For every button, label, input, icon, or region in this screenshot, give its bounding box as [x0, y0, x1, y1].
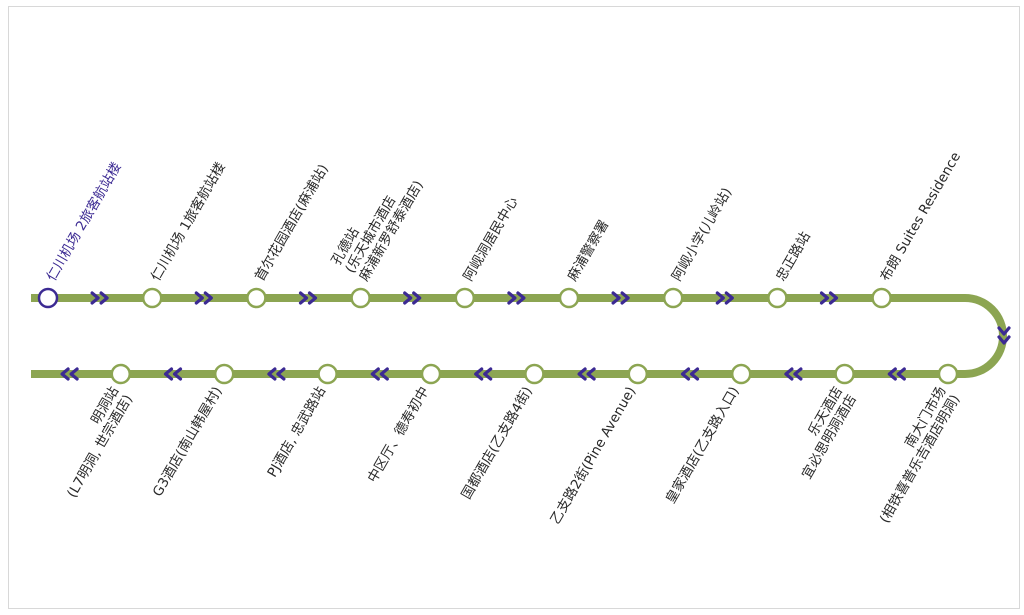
- direction-arrow-left: [784, 367, 803, 381]
- station-label: 中区厅、德寿初中: [364, 384, 433, 486]
- station-marker[interactable]: [246, 287, 267, 309]
- svg-text:阿岘小学(儿岭站): 阿岘小学(儿岭站): [669, 185, 735, 284]
- station-marker[interactable]: [350, 287, 371, 309]
- station-label: 南大门市场(相铁喜普乐吉酒店明洞): [862, 384, 964, 527]
- station-marker[interactable]: [524, 363, 545, 385]
- station-marker[interactable]: [141, 287, 163, 309]
- station-marker[interactable]: [730, 363, 752, 385]
- route-map-frame: 仁川机场 2旅客航站楼仁川机场 1旅客航站楼首尔花园酒店(麻浦站)孔德站(乐天城…: [8, 6, 1020, 609]
- station-name-line: 仁川机场 1旅客航站楼: [147, 159, 229, 284]
- current-station-marker[interactable]: [37, 287, 59, 309]
- station-name-line: 麻浦警察署: [564, 217, 612, 284]
- direction-arrow-left: [60, 367, 79, 381]
- station-label: 明洞站(L7明洞, 世宗酒店): [50, 384, 136, 501]
- station-label: 麻浦警察署: [564, 217, 612, 284]
- direction-arrow-left: [370, 367, 389, 381]
- svg-text:仁川机场 1旅客航站楼: 仁川机场 1旅客航站楼: [147, 159, 229, 284]
- svg-text:麻浦警察署: 麻浦警察署: [564, 217, 612, 284]
- station-marker[interactable]: [317, 363, 338, 385]
- station-marker[interactable]: [420, 363, 442, 385]
- direction-arrow-right: [715, 291, 734, 305]
- station-label: 阿岘洞居民中心: [460, 194, 521, 284]
- station-name-line: 仁川机场 2旅客航站楼: [43, 159, 125, 284]
- direction-arrow-right: [819, 291, 839, 305]
- svg-text:中区厅、德寿初中: 中区厅、德寿初中: [364, 384, 433, 486]
- direction-arrow-right: [611, 291, 630, 305]
- station-name-line: 布朗 Suites Residence: [877, 149, 964, 284]
- station-marker[interactable]: [110, 363, 132, 385]
- station-name-line: 忠正路站: [773, 229, 814, 284]
- station-name-line: 阿岘洞居民中心: [460, 194, 521, 284]
- svg-text:乙支路2街(Pine Avenue): 乙支路2街(Pine Avenue): [547, 384, 639, 527]
- station-name-line: 国都酒店(乙支路4街): [458, 384, 535, 502]
- station-label: 乐天酒店宜必思明洞酒店: [785, 384, 860, 482]
- station-label: 国都酒店(乙支路4街): [458, 384, 535, 502]
- station-name-line: 首尔花园酒店(麻浦站): [252, 162, 332, 284]
- svg-text:仁川机场 2旅客航站楼: 仁川机场 2旅客航站楼: [43, 159, 125, 284]
- station-marker[interactable]: [767, 287, 788, 309]
- station-marker[interactable]: [627, 363, 649, 385]
- direction-arrow-right: [403, 291, 422, 305]
- station-label: PJ酒店, 忠武路站: [264, 384, 329, 480]
- station-label: 布朗 Suites Residence: [877, 149, 964, 284]
- svg-text:布朗 Suites Residence: 布朗 Suites Residence: [877, 149, 964, 284]
- station-label: 仁川机场 2旅客航站楼: [43, 159, 125, 284]
- station-label: 孔德站(乐天城市酒店麻浦新罗舒泰酒店): [328, 162, 426, 284]
- svg-text:忠正路站: 忠正路站: [773, 229, 814, 284]
- svg-text:明洞站(L7明洞, 世宗酒店): 明洞站(L7明洞, 世宗酒店): [50, 384, 136, 501]
- svg-text:G3酒店(南山韩屋村): G3酒店(南山韩屋村): [150, 384, 226, 499]
- station-label: 阿岘小学(儿岭站): [669, 185, 735, 284]
- station-labels: 仁川机场 2旅客航站楼仁川机场 1旅客航站楼首尔花园酒店(麻浦站)孔德站(乐天城…: [43, 149, 964, 527]
- direction-arrow-down: [997, 326, 1011, 345]
- station-marker[interactable]: [834, 363, 855, 385]
- station-marker[interactable]: [871, 287, 892, 309]
- svg-text:阿岘洞居民中心: 阿岘洞居民中心: [460, 194, 521, 284]
- direction-arrow-left: [163, 367, 183, 381]
- station-name-line: 中区厅、德寿初中: [364, 384, 433, 486]
- direction-arrow-left: [474, 367, 493, 381]
- direction-arrow-right: [507, 291, 526, 305]
- direction-arrow-right: [90, 291, 109, 305]
- station-label: G3酒店(南山韩屋村): [150, 384, 226, 499]
- station-marker[interactable]: [558, 287, 580, 309]
- station-label: 皇家酒店(乙支路入口): [662, 384, 743, 507]
- station-name-line: PJ酒店, 忠武路站: [264, 384, 329, 480]
- direction-arrow-left: [577, 367, 596, 381]
- route-line: [31, 294, 1007, 378]
- station-label: 忠正路站: [773, 229, 814, 284]
- route-map: 仁川机场 2旅客航站楼仁川机场 1旅客航站楼首尔花园酒店(麻浦站)孔德站(乐天城…: [31, 149, 1011, 527]
- direction-arrow-right: [194, 291, 213, 305]
- svg-text:乐天酒店宜必思明洞酒店: 乐天酒店宜必思明洞酒店: [785, 384, 860, 482]
- station-label: 仁川机场 1旅客航站楼: [147, 159, 229, 284]
- station-label: 首尔花园酒店(麻浦站): [252, 162, 332, 284]
- direction-arrow-left: [887, 367, 906, 381]
- station-name-line: 阿岘小学(儿岭站): [669, 185, 735, 284]
- direction-arrows: [60, 291, 1011, 381]
- direction-arrow-left: [680, 367, 700, 381]
- svg-text:孔德站(乐天城市酒店麻浦新罗舒泰酒店): 孔德站(乐天城市酒店麻浦新罗舒泰酒店): [328, 162, 426, 284]
- station-marker[interactable]: [662, 287, 684, 309]
- svg-text:南大门市场(相铁喜普乐吉酒店明洞): 南大门市场(相铁喜普乐吉酒店明洞): [862, 384, 963, 527]
- station-marker[interactable]: [213, 363, 235, 385]
- svg-text:PJ酒店, 忠武路站: PJ酒店, 忠武路站: [264, 384, 329, 480]
- stations: [37, 287, 959, 385]
- svg-text:首尔花园酒店(麻浦站): 首尔花园酒店(麻浦站): [252, 162, 332, 284]
- station-marker[interactable]: [937, 363, 959, 385]
- svg-text:皇家酒店(乙支路入口): 皇家酒店(乙支路入口): [662, 384, 743, 507]
- station-name-line: 乙支路2街(Pine Avenue): [547, 384, 639, 527]
- station-name-line: 皇家酒店(乙支路入口): [662, 384, 743, 507]
- station-marker[interactable]: [454, 287, 476, 309]
- direction-arrow-left: [267, 367, 286, 381]
- station-name-line: G3酒店(南山韩屋村): [150, 384, 226, 499]
- svg-text:国都酒店(乙支路4街): 国都酒店(乙支路4街): [458, 384, 535, 502]
- direction-arrow-right: [298, 291, 318, 305]
- route-track: [31, 294, 1007, 378]
- station-label: 乙支路2街(Pine Avenue): [547, 384, 639, 527]
